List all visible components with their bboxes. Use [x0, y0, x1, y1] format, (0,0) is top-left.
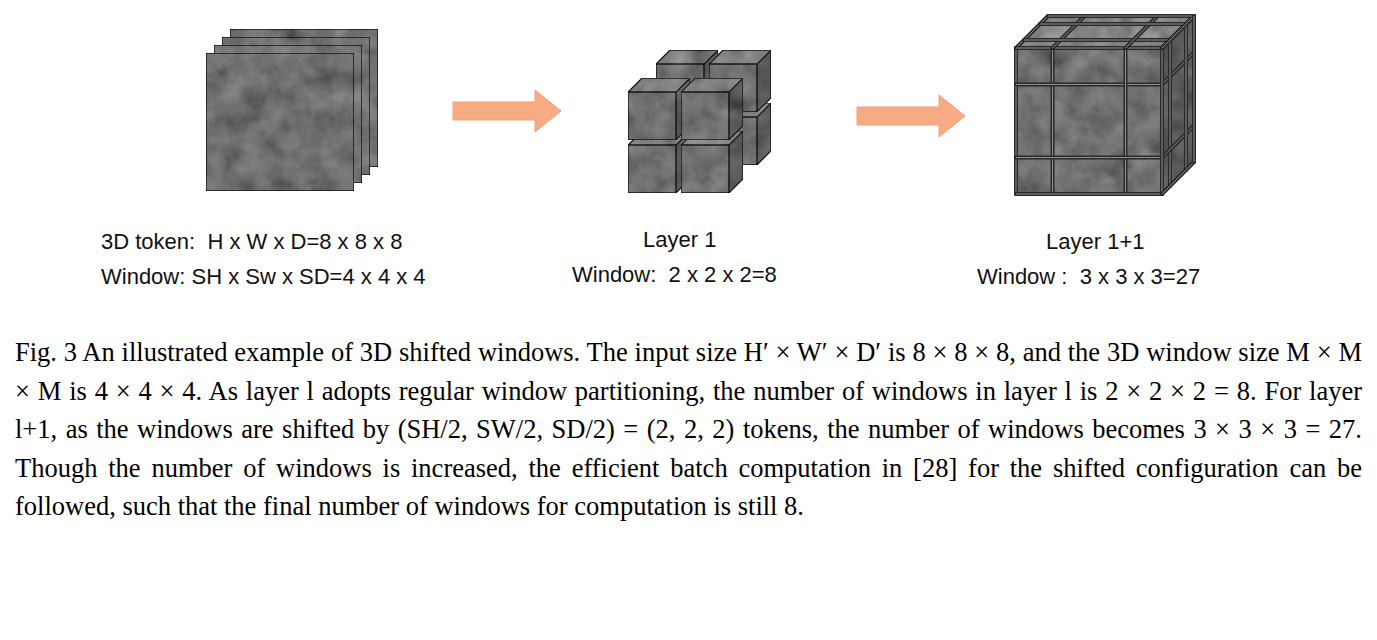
cube-face	[1162, 16, 1194, 194]
window-boundary	[1016, 83, 1162, 87]
window-boundary	[1126, 16, 1158, 48]
window-boundary	[1053, 16, 1085, 48]
window-boundary	[1162, 162, 1194, 194]
cube-face	[1016, 16, 1194, 48]
window-boundary	[1014, 48, 1018, 194]
window-boundary	[1016, 46, 1162, 50]
window-boundary	[1162, 16, 1194, 48]
token-slices	[206, 29, 378, 191]
cube-face	[757, 50, 771, 112]
window-boundary	[1048, 14, 1194, 18]
window-boundary	[1168, 40, 1172, 186]
window-boundary	[1162, 53, 1194, 85]
cube-face	[681, 92, 729, 140]
window-boundary	[1162, 126, 1194, 158]
panel-title: Layer 1	[643, 227, 716, 253]
window-boundary	[1016, 157, 1162, 158]
window-boundary	[1194, 16, 1195, 162]
window-boundary	[1170, 40, 1171, 186]
cube-face	[729, 131, 743, 193]
window-boundary	[1040, 24, 1186, 25]
window-boundary	[1125, 48, 1126, 194]
window-boundary	[1184, 24, 1188, 170]
cube-face	[757, 103, 771, 165]
window-boundary	[1016, 16, 1048, 48]
window-boundary	[1126, 16, 1158, 48]
window-boundary	[1160, 48, 1164, 194]
window-boundary	[1016, 84, 1162, 85]
window-label: Window: SH x Sw x SD=4 x 4 x 4	[101, 264, 426, 290]
window-label: Window : 3 x 3 x 3=27	[977, 264, 1200, 290]
shifted-window-cube	[1016, 16, 1194, 194]
cube-face	[1016, 48, 1162, 194]
panel-title: Layer 1+1	[1046, 229, 1144, 255]
figure-caption: Fig. 3 An illustrated example of 3D shif…	[15, 333, 1362, 526]
window-boundary	[1016, 48, 1162, 49]
panel-title: 3D token: H x W x D=8 x 8 x 8	[101, 229, 402, 255]
window-boundary	[1162, 126, 1194, 158]
window-boundary	[1048, 16, 1194, 17]
window-boundary	[1016, 156, 1162, 160]
window-boundary	[1192, 16, 1196, 162]
window-boundary	[1051, 48, 1055, 194]
window-boundary	[1162, 162, 1194, 194]
cube-face	[628, 92, 676, 140]
window-boundary	[1162, 48, 1163, 194]
flow-arrow	[857, 95, 965, 137]
window-boundary	[1016, 194, 1162, 195]
window-boundary	[1186, 24, 1187, 170]
window-cubes	[628, 50, 771, 193]
cube-face	[681, 145, 729, 193]
window-boundary	[1162, 16, 1194, 48]
cube-face	[729, 78, 743, 140]
window-label: Window: 2 x 2 x 2=8	[572, 262, 777, 288]
window-boundary	[1162, 16, 1194, 48]
window-boundary	[1016, 16, 1048, 48]
token-slice	[206, 53, 354, 191]
window-boundary	[1162, 48, 1163, 194]
cube-face	[628, 145, 676, 193]
window-boundary	[1124, 48, 1128, 194]
window-boundary	[1160, 48, 1164, 194]
window-boundary	[1040, 22, 1186, 26]
window-boundary	[1024, 38, 1170, 42]
window-boundary	[1162, 53, 1194, 85]
window-boundary	[1053, 16, 1085, 48]
window-boundary	[1016, 48, 1162, 49]
window-boundary	[1016, 48, 1017, 194]
window-boundary	[1016, 46, 1162, 50]
window-boundary	[1024, 40, 1170, 41]
window-boundary	[1016, 192, 1162, 196]
window-boundary	[1052, 48, 1053, 194]
flow-arrow	[453, 90, 561, 132]
window-boundary	[1162, 16, 1194, 48]
